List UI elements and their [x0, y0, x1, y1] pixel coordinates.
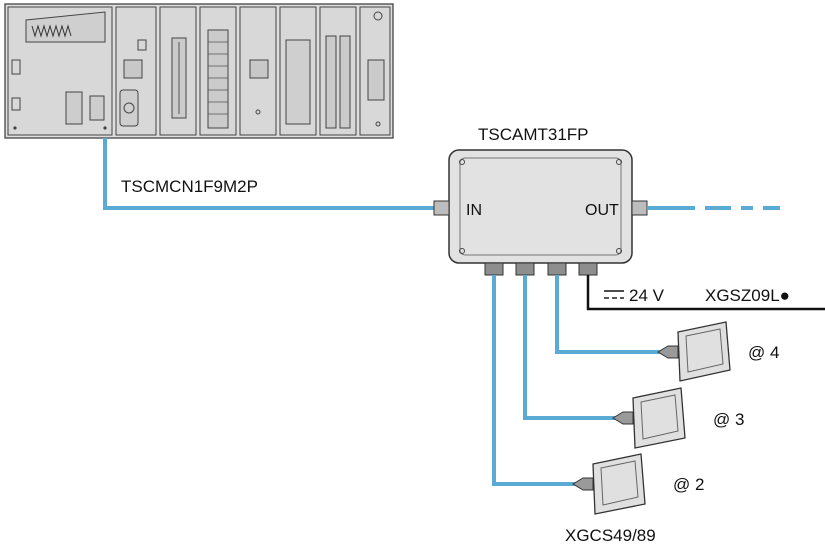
dc-voltage-symbol [604, 290, 624, 299]
drop-cable-2 [492, 275, 580, 486]
junction-box-label: TSCAMT31FP [478, 125, 589, 144]
station-3-label: @ 3 [713, 410, 744, 429]
station-4-label: @ 4 [748, 343, 779, 362]
station-2-label: @ 2 [673, 475, 704, 494]
plc-rack-icon [4, 3, 394, 139]
drop-cables [492, 275, 665, 486]
trunk-cable [103, 138, 434, 210]
rfid-station-icon [612, 387, 686, 449]
rfid-station-icon [657, 321, 731, 382]
junction-box-icon [433, 149, 648, 276]
rfid-station-icon [572, 453, 646, 515]
drop-cable-3 [523, 275, 620, 420]
power-cable-label: XGSZ09L● [705, 286, 790, 305]
cable-label: TSCMCN1F9M2P [121, 177, 258, 196]
port-out-label: OUT [585, 202, 619, 219]
power-line [586, 275, 825, 311]
stations-model-label: XGCS49/89 [565, 526, 656, 545]
power-voltage-label: 24 V [629, 286, 665, 305]
drop-cable-4 [555, 275, 665, 354]
port-in-label: IN [466, 202, 482, 219]
